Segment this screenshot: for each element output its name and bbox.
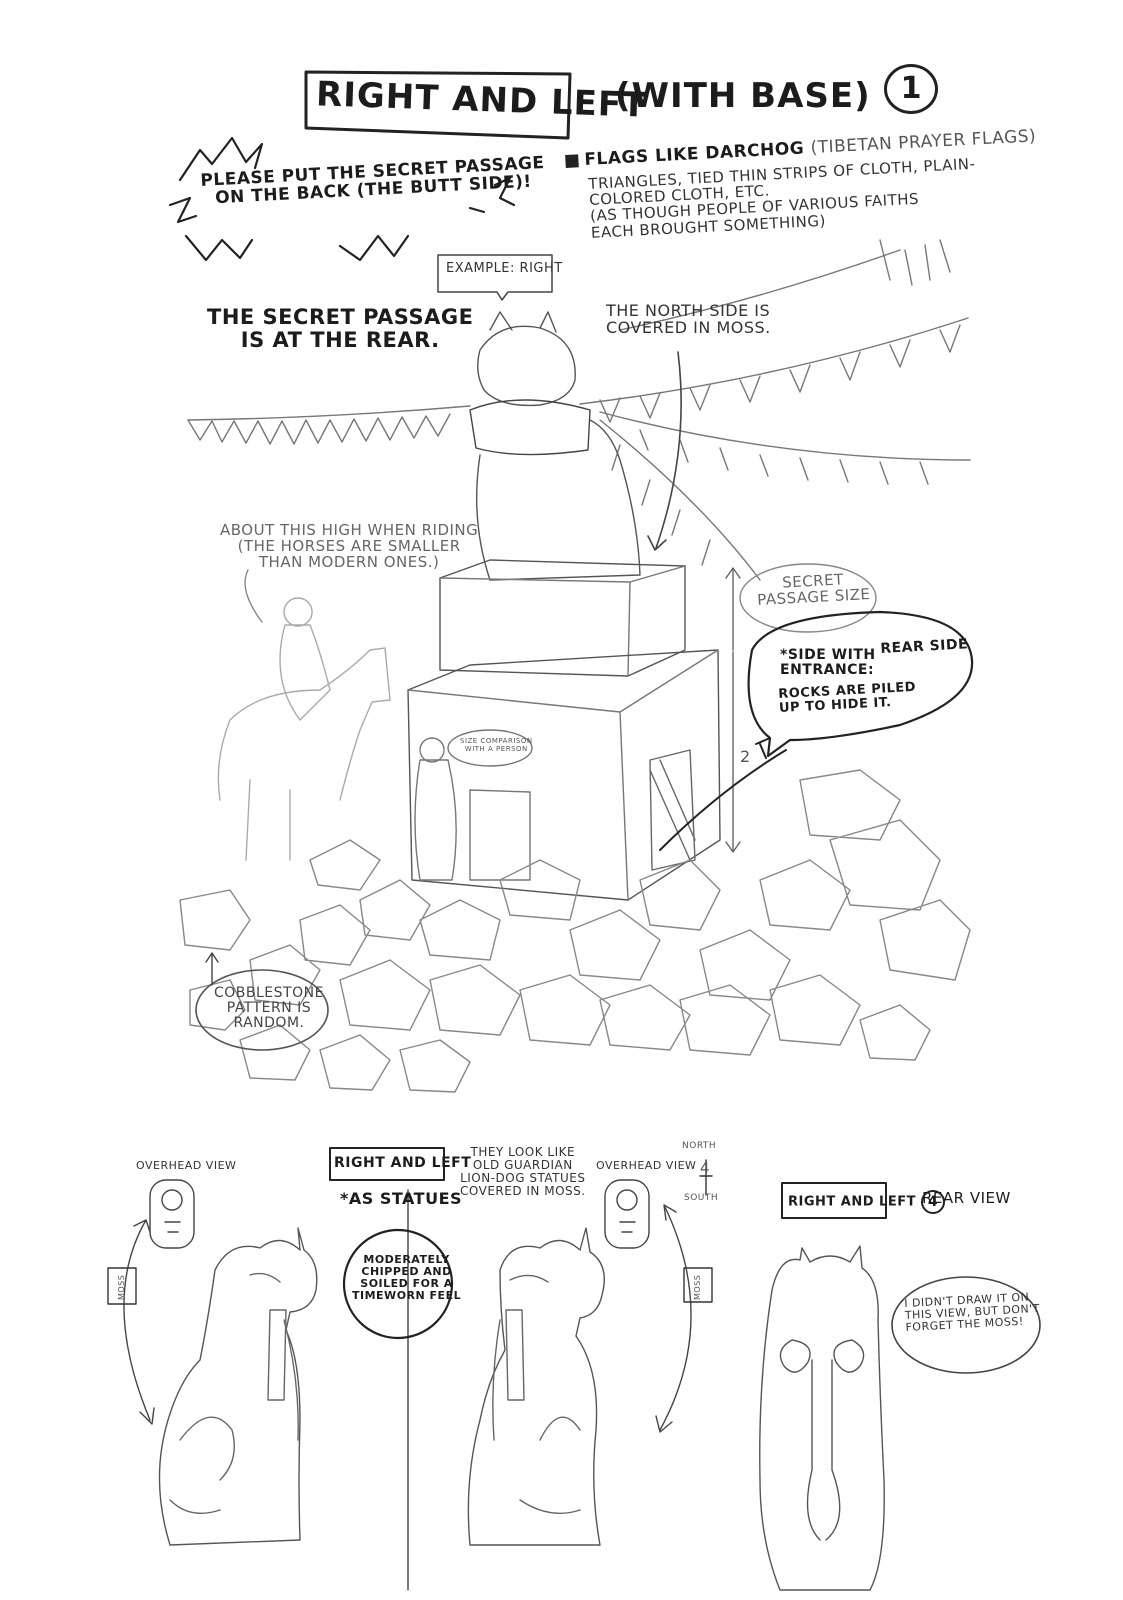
overhead-view-right-label: OVERHEAD VIEW: [596, 1159, 697, 1172]
dimension-two-label: 2: [740, 747, 751, 766]
chipped-soiled-note: MODERATELY CHIPPED AND SOILED FOR A TIME…: [352, 1253, 462, 1302]
rear-view-title-label: RIGHT AND LEFT: [788, 1194, 916, 1210]
moss-reminder-note: I DIDN'T DRAW IT ON THIS VIEW, BUT DON'T…: [903, 1290, 1041, 1334]
moss-right-label: MOSS: [693, 1274, 702, 1300]
rear-view-number: 4: [921, 1190, 945, 1214]
guardian-statue-note: THEY LOOK LIKE OLD GUARDIAN LION-DOG STA…: [460, 1145, 586, 1198]
compass-south-label: SOUTH: [684, 1193, 719, 1203]
overhead-view-left-label: OVERHEAD VIEW: [136, 1159, 237, 1172]
secret-passage-size-note: SECRET PASSAGE SIZE: [756, 570, 871, 610]
page-number-circle: 1: [884, 64, 938, 114]
as-statues-label: *AS STATUES: [340, 1189, 463, 1208]
cobblestone-note: COBBLESTONE PATTERN IS RANDOM.: [214, 985, 324, 1032]
compass-north-label: NORTH: [682, 1141, 717, 1151]
rear-view-label: REAR VIEW: [922, 1189, 1011, 1207]
riding-height-note: ABOUT THIS HIGH WHEN RIDING (THE HORSES …: [220, 521, 479, 572]
example-right-label: EXAMPLE: RIGHT: [446, 261, 563, 276]
lower-title-boxed: RIGHT AND LEFT: [334, 1155, 472, 1171]
rear-view-title-boxed: RIGHT AND LEFT 4: [788, 1190, 945, 1214]
secret-passage-rear-note: THE SECRET PASSAGE IS AT THE REAR.: [207, 305, 474, 352]
north-side-moss-note: THE NORTH SIDE IS COVERED IN MOSS.: [606, 301, 771, 338]
moss-left-label: MOSS: [117, 1274, 126, 1300]
page-title-suffix: (WITH BASE): [615, 76, 871, 116]
size-comparison-note: SIZE COMPARISON WITH A PERSON: [460, 737, 533, 753]
compass-number: 4: [700, 1159, 711, 1177]
square-bullet-icon: [565, 153, 579, 168]
side-with-entrance-note: *SIDE WITH ENTRANCE:: [780, 647, 876, 679]
